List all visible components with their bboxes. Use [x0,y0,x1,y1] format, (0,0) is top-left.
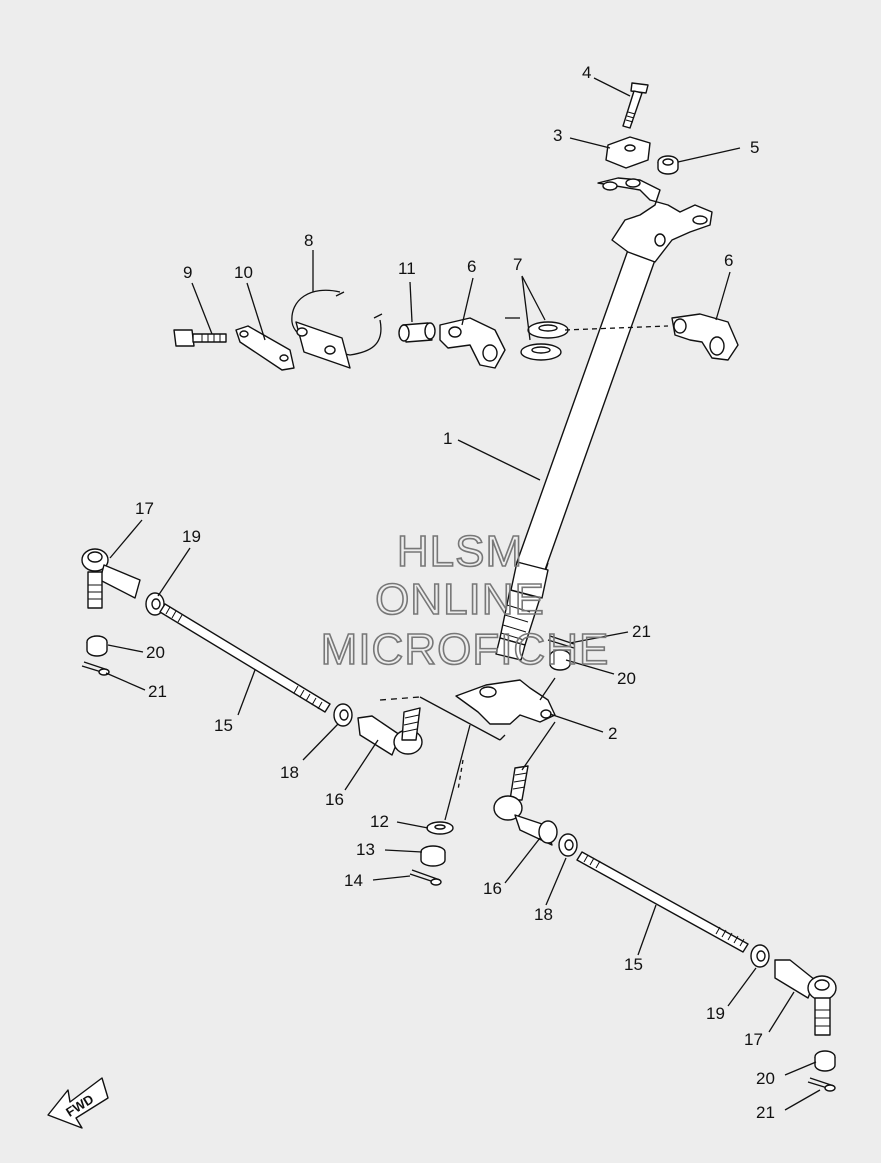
tie-rod-end-part-17-left[interactable] [81,548,141,609]
collar-part-11[interactable] [398,322,436,343]
fwd-arrow-icon: FWD [47,1077,109,1129]
nut-part-18-left[interactable] [333,703,353,727]
clip-part-8[interactable] [291,289,383,369]
nut-part-19-left[interactable] [145,592,165,616]
callout-18-right: 18 [534,905,553,924]
callout-10: 10 [234,263,253,282]
callout-3: 3 [553,126,562,145]
callout-16-left: 16 [325,790,344,809]
cotter-pin-part-14[interactable] [409,869,442,886]
callout-14: 14 [344,871,363,890]
tie-rod-end-part-17-right[interactable] [774,959,837,1036]
tie-rod-part-15-right[interactable] [576,851,749,953]
bolt-part-9[interactable] [173,329,227,347]
tie-rod-part-15-left[interactable] [159,603,331,713]
callout-4: 4 [582,63,591,82]
callout-6-right: 6 [724,251,733,270]
pitman-arm-part-2[interactable] [455,679,556,725]
callout-12: 12 [370,812,389,831]
callout-6-left: 6 [467,257,476,276]
bolt-part-4[interactable] [622,82,649,129]
plate-part-10[interactable] [235,325,295,371]
callout-18-left: 18 [280,763,299,782]
callout-17-left: 17 [135,499,154,518]
bushing-clamp-part-6-left[interactable] [439,317,506,369]
washer-part-12[interactable] [426,821,454,835]
watermark: HLSM ONLINE MICROFICHE [320,526,610,675]
callout-21-center: 21 [632,622,651,641]
callout-21-right: 21 [756,1103,775,1122]
callout-20-right: 20 [756,1069,775,1088]
callout-21-left: 21 [148,682,167,701]
callout-8: 8 [304,231,313,250]
callout-15-left: 15 [214,716,233,735]
callout-20-left: 20 [146,643,165,662]
callout-15-right: 15 [624,955,643,974]
nut-part-20-left[interactable] [86,635,108,657]
holder-part-3[interactable] [605,136,651,169]
assembly-guide-lines [379,317,669,821]
callout-20-center: 20 [617,669,636,688]
steering-column-part[interactable] [495,249,656,661]
callout-5: 5 [750,138,759,157]
callout-labels: 4 3 5 8 9 10 11 6 7 6 1 17 19 20 21 15 1… [135,63,775,1122]
callout-19-left: 19 [182,527,201,546]
callout-19-right: 19 [706,1004,725,1023]
callout-11: 11 [398,259,416,278]
collar-part-5[interactable] [657,155,679,175]
cotter-pin-part-21-right[interactable] [807,1077,836,1092]
callout-7: 7 [513,255,522,274]
leader-lines [105,77,821,1111]
nut-part-20-center[interactable] [549,649,571,671]
callout-13: 13 [356,840,375,859]
tie-rod-end-part-16-left[interactable] [357,707,423,756]
watermark-line-3: MICROFICHE [321,625,610,674]
bushing-clamp-part-6-right[interactable] [671,313,739,361]
callout-2: 2 [608,724,617,743]
column-upper-bracket[interactable] [597,177,713,263]
cotter-pin-part-21-left[interactable] [81,661,110,676]
callout-1: 1 [443,429,452,448]
watermark-line-1: HLSM [397,527,523,576]
nut-part-19-right[interactable] [750,944,770,968]
nut-part-18-right[interactable] [558,833,578,857]
nut-part-13[interactable] [420,845,446,867]
tie-rod-end-part-16-right[interactable] [493,765,558,846]
watermark-line-2: ONLINE [375,575,545,624]
nut-part-20-right[interactable] [814,1050,836,1072]
callout-9: 9 [183,263,192,282]
callout-17-right: 17 [744,1030,763,1049]
washer-part-7[interactable] [520,321,569,361]
callout-16-right: 16 [483,879,502,898]
